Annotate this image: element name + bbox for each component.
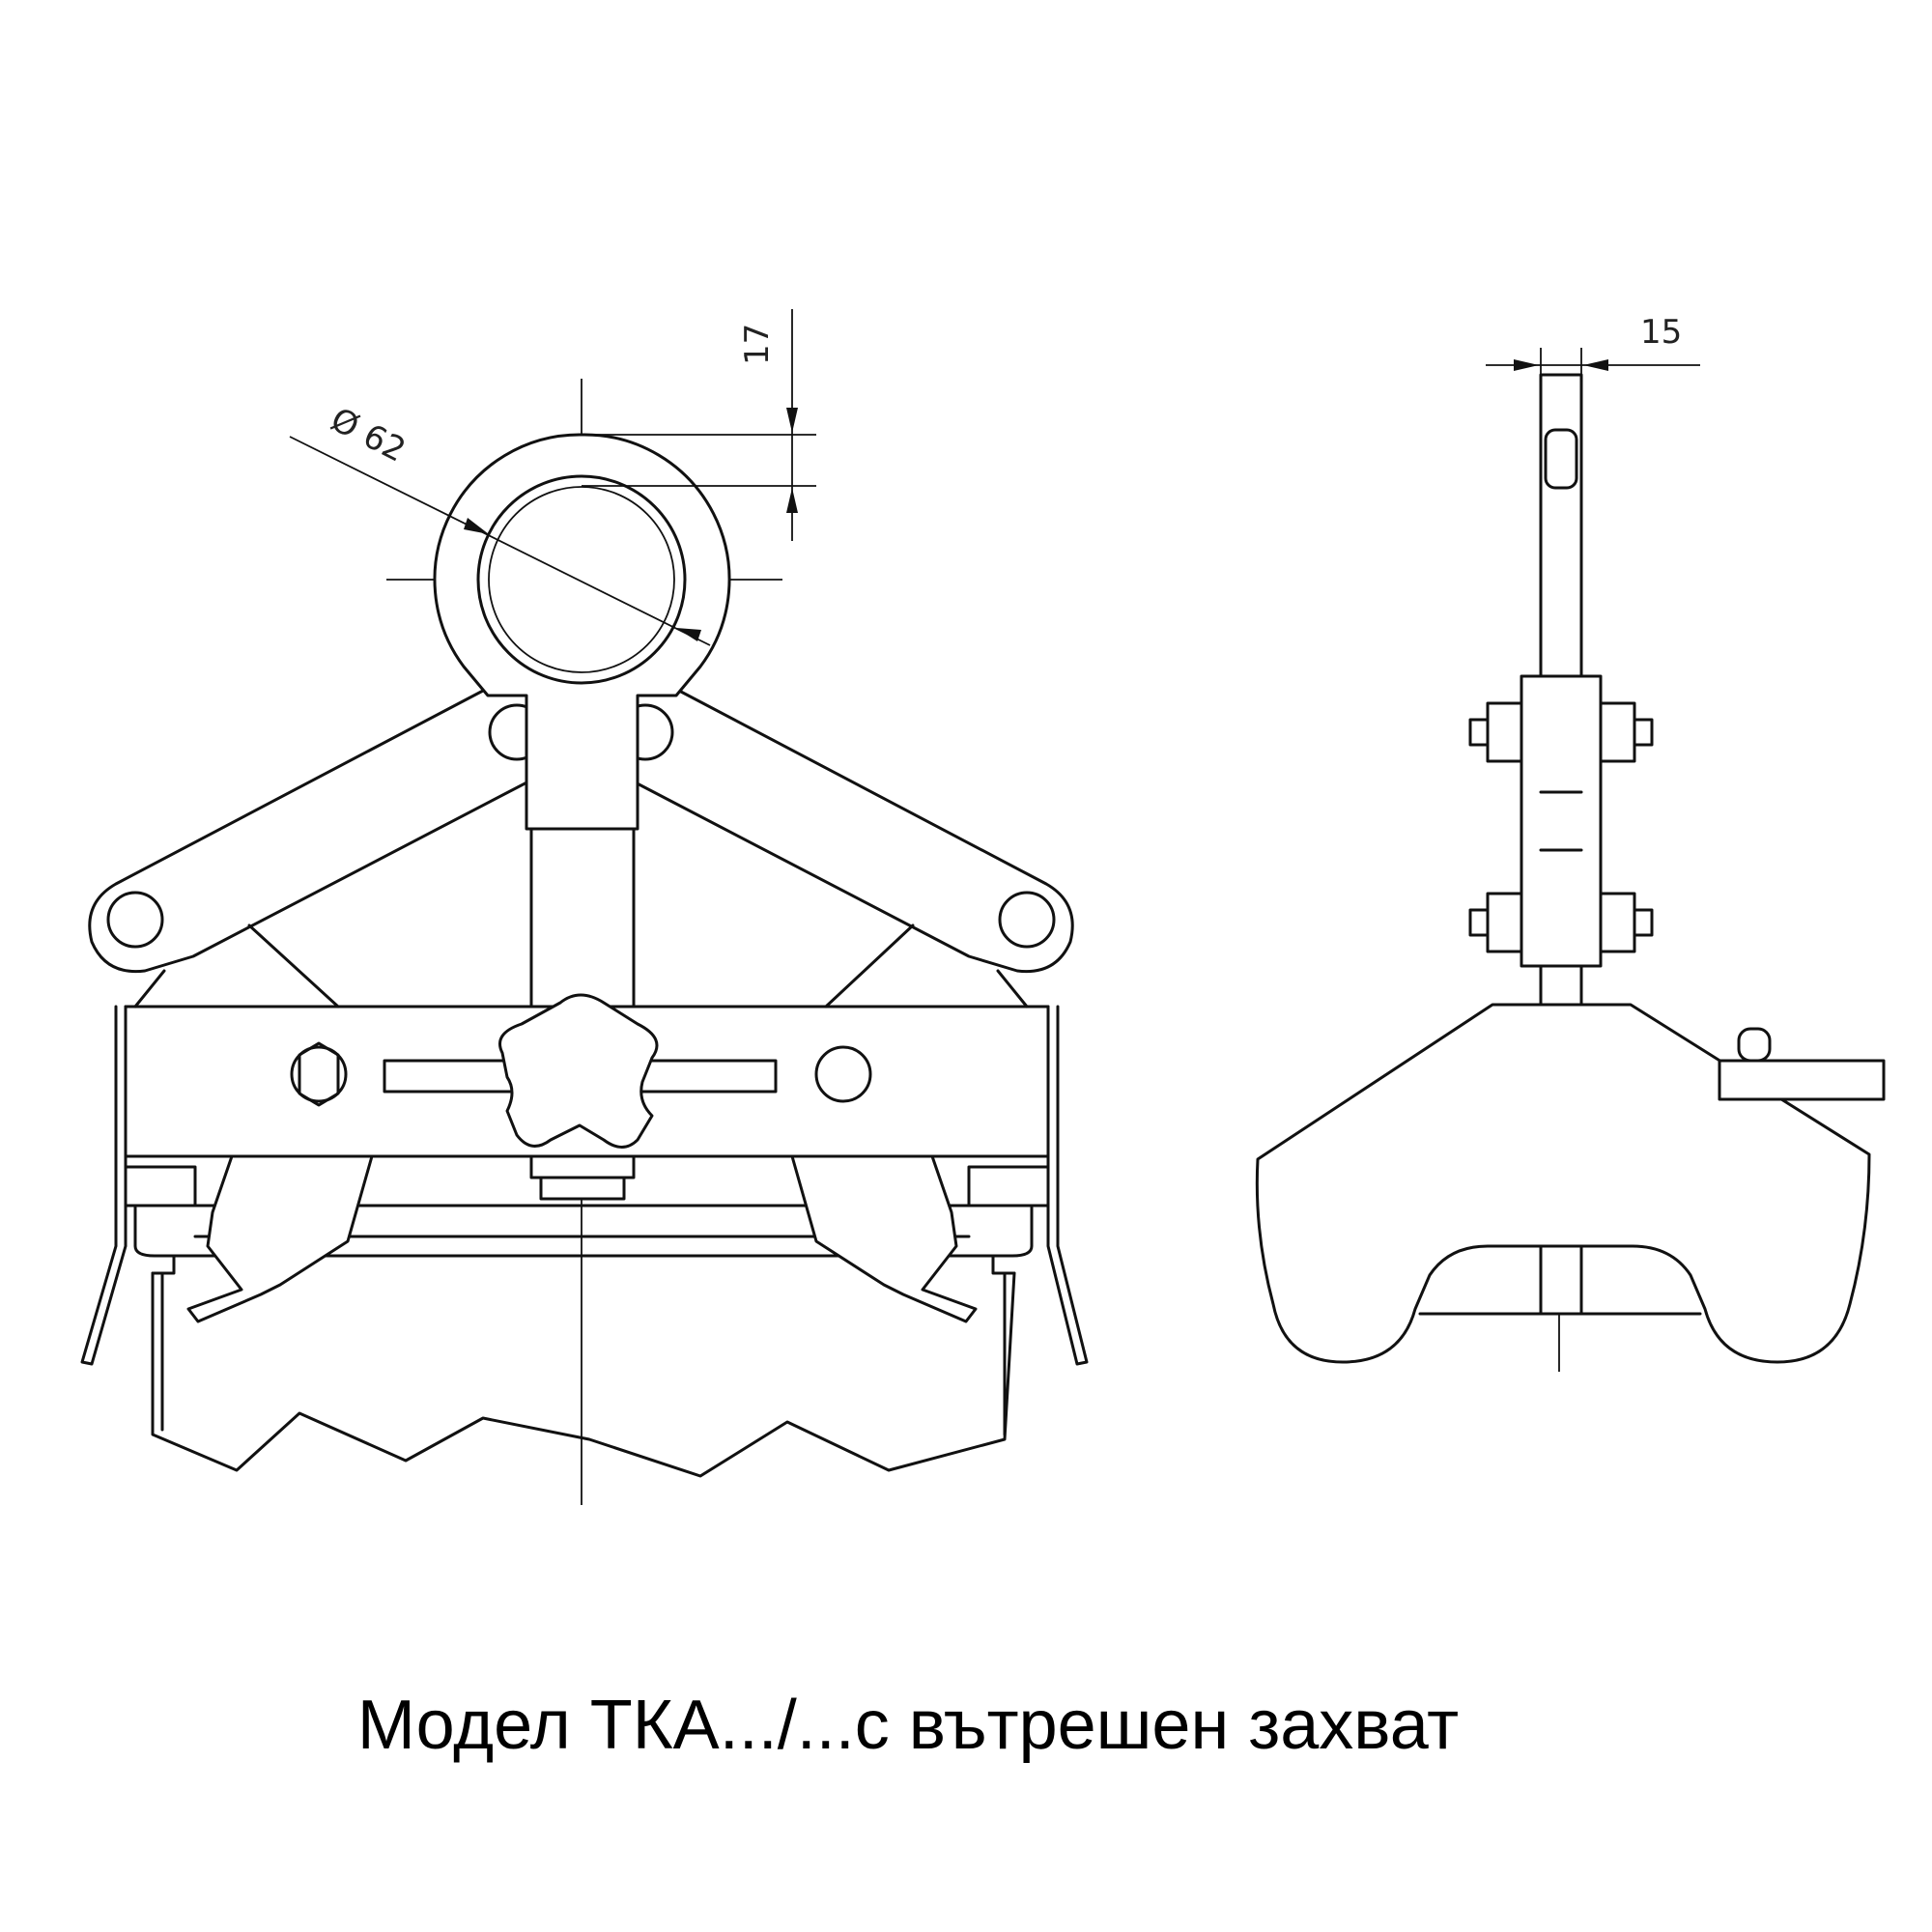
side-plate-slot [1544,428,1578,490]
side-view: 15 [1255,313,1886,1372]
spindle-nut [529,1154,636,1179]
eye-ring [433,433,731,831]
dim-arrow [786,408,798,433]
drawing-caption: Модел ТКА.../...с вътрешен захват [356,1687,1460,1764]
side-clamp-block [1520,674,1603,968]
side-bolt-tip-top-left [1468,718,1490,747]
spindle-end [539,1176,626,1201]
bolt-beam-right [814,1045,872,1103]
side-nut-bottom-right [1599,892,1636,953]
link-left [133,923,340,1009]
side-inner-post [1539,1244,1583,1316]
guide-block-left [124,1165,197,1208]
bolt-beam-left [290,1041,348,1107]
side-nut-bottom-left [1486,892,1523,953]
drum-body [151,1271,1016,1478]
side-bolt-tip-bottom-right [1633,908,1654,937]
dim-arrow [786,488,798,513]
dim-arrow [676,628,701,641]
side-bolt-tip-bottom-left [1468,908,1490,937]
dim-line-diameter [289,436,711,646]
dim-ring-thickness: 17 [738,324,777,365]
side-body [1255,1003,1871,1364]
guide-block-right [967,1165,1050,1208]
dim-arrow [1583,359,1608,371]
jaw-left [186,1154,374,1323]
bolt-arm-outer-left [106,891,164,949]
eye-ring-inner [476,474,687,685]
eye-ring-bore [488,486,675,673]
jaw-right [790,1154,978,1323]
dim-plate-thickness: 15 [1640,313,1682,352]
side-bolt-tip-top-right [1633,718,1654,747]
bolt-arm-outer-right [998,891,1056,949]
star-knob [498,993,659,1149]
side-handle [1718,1059,1886,1101]
side-handle-knob [1737,1027,1772,1063]
frame-leg-left [80,1005,128,1366]
side-nut-top-right [1599,701,1636,763]
front-view: Ø 62 17 [80,309,1089,1505]
side-nut-top-left [1486,701,1523,763]
spindle [529,827,636,1009]
dim-arrow [1514,359,1539,371]
frame-leg-right [1046,1005,1089,1366]
link-right [824,923,1029,1009]
dim-arrow [464,518,489,534]
